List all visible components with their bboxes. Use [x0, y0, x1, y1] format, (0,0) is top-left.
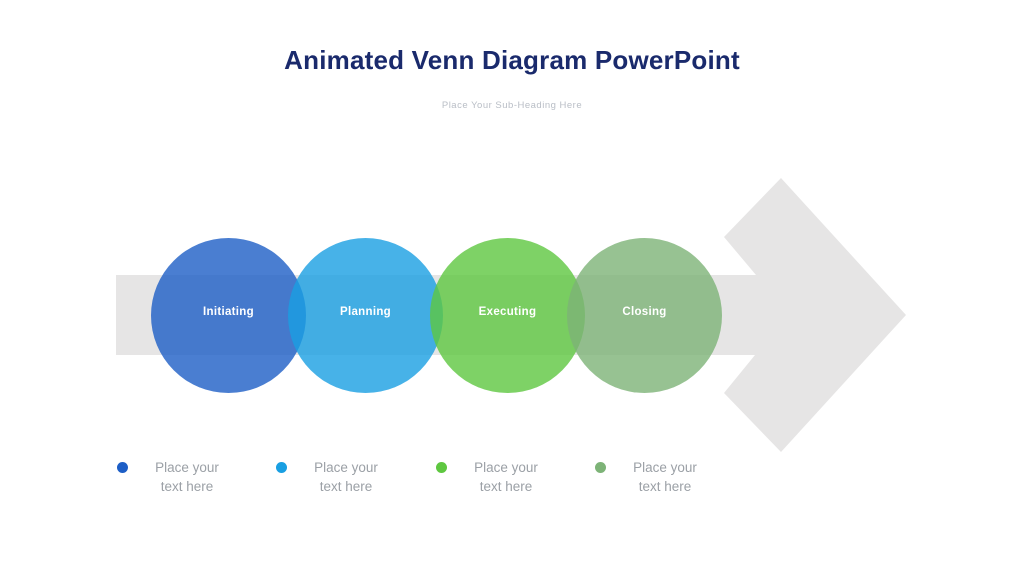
- legend-item-closing: Place your text here: [590, 458, 750, 508]
- venn-circle-planning: Planning: [288, 238, 443, 393]
- legend-text-planning: Place your text here: [314, 460, 378, 494]
- venn-circle-closing: Closing: [567, 238, 722, 393]
- venn-circle-closing-label: Closing: [622, 305, 667, 318]
- venn-circle-planning-label: Planning: [340, 305, 391, 318]
- legend-text-closing: Place your text here: [633, 460, 697, 494]
- venn-circle-initiating-label: Initiating: [203, 305, 254, 318]
- slide-subtitle: Place Your Sub-Heading Here: [441, 100, 583, 111]
- legend-item-initiating: Place your text here: [112, 458, 272, 508]
- slide-title: Animated Venn Diagram PowerPoint: [284, 45, 740, 75]
- venn-circle-planning-fill: [288, 238, 443, 393]
- legend-text-executing: Place your text here: [474, 460, 538, 494]
- legend-dot-planning-icon: [276, 462, 287, 473]
- legend-dot-executing-icon: [436, 462, 447, 473]
- venn-circle-executing-label: Executing: [478, 305, 537, 318]
- legend-item-planning: Place your text here: [271, 458, 431, 508]
- venn-circle-closing-fill: [567, 238, 722, 393]
- legend-text-initiating: Place your text here: [155, 460, 219, 494]
- venn-circle-executing: Executing: [430, 238, 585, 393]
- legend-item-executing: Place your text here: [431, 458, 591, 508]
- venn-circle-initiating: Initiating: [151, 238, 306, 393]
- venn-circle-executing-fill: [430, 238, 585, 393]
- venn-circle-initiating-fill: [151, 238, 306, 393]
- legend-dot-closing-icon: [595, 462, 606, 473]
- legend-dot-initiating-icon: [117, 462, 128, 473]
